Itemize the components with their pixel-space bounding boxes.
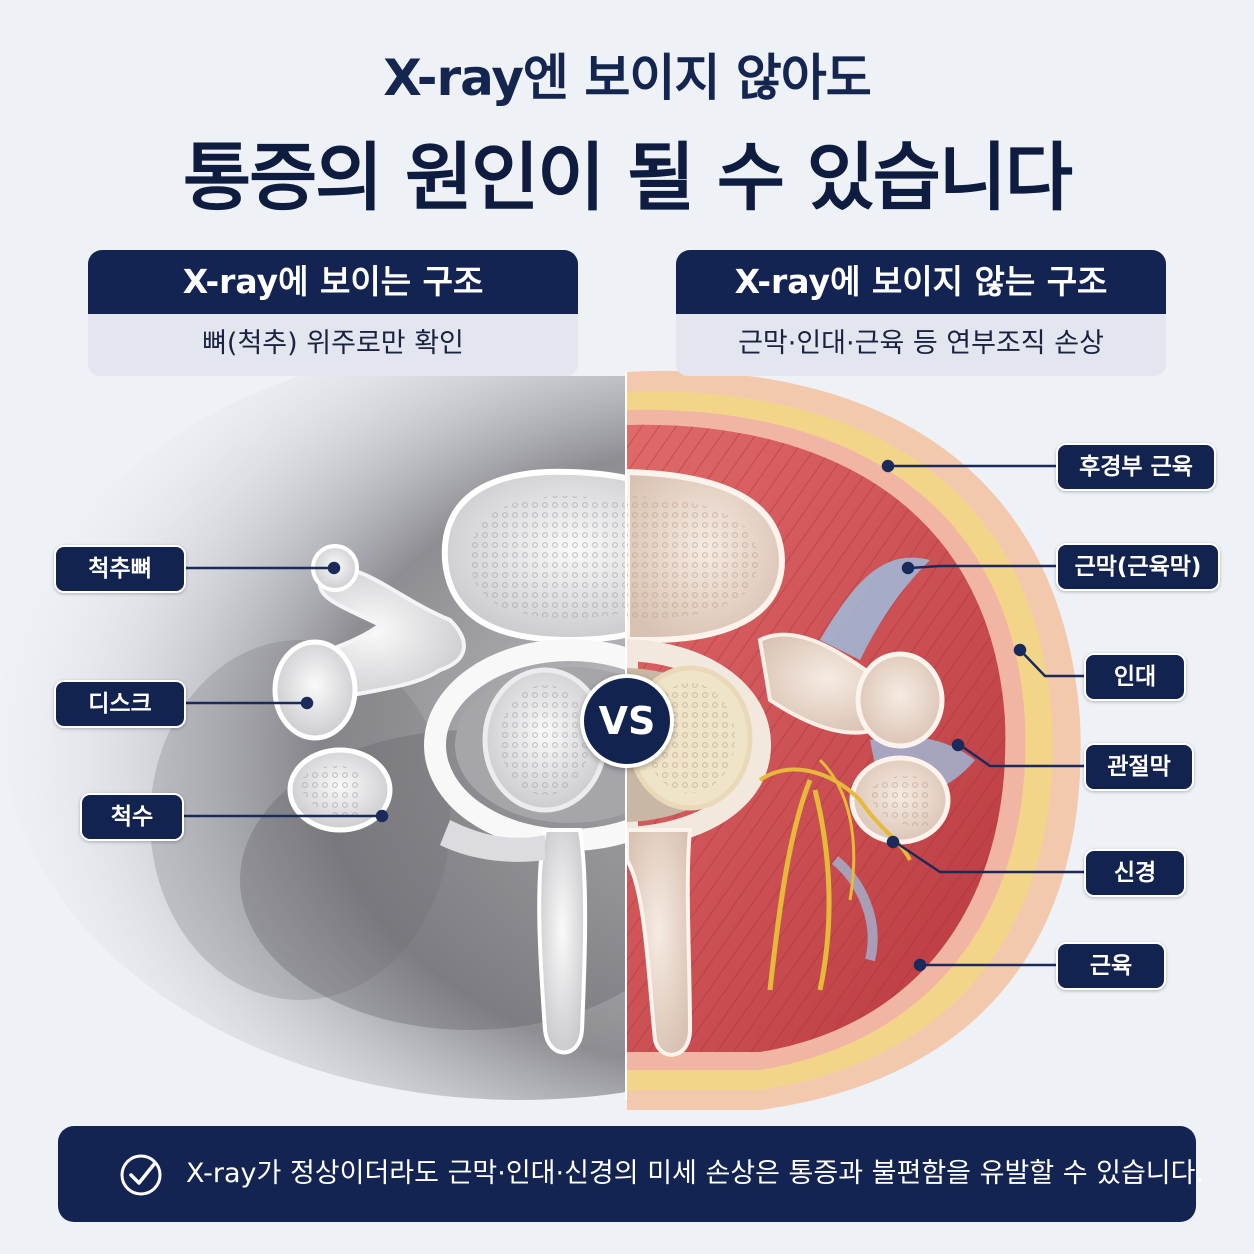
label-neck-muscle: 후경부 근육 [1056,443,1216,491]
right-panel-heading: X-ray에 보이지 않는 구조 [676,250,1166,314]
left-panel-subheading: 뼈(척추) 위주로만 확인 [88,314,578,376]
label-vertebra: 척추뼈 [54,545,186,593]
vs-badge: VS [580,674,674,768]
right-leader-lines [881,459,1086,972]
label-disc: 디스크 [54,680,186,728]
label-muscle: 근육 [1056,942,1166,990]
right-panel-subheading: 근막·인대·근육 등 연부조직 손상 [676,314,1166,376]
footer-banner: X-ray가 정상이더라도 근막·인대·신경의 미세 손상은 통증과 불편함을 … [58,1126,1204,1222]
label-ligament: 인대 [1084,653,1186,701]
left-panel-heading: X-ray에 보이는 구조 [88,250,578,314]
label-nerve: 신경 [1084,849,1186,897]
label-fascia: 근막(근육막) [1056,543,1220,591]
left-leader-lines [182,561,389,823]
check-circle-icon [120,1154,162,1196]
title-line-1: X-ray엔 보이지 않아도 [383,49,872,107]
title-line-2: 통증의 원인이 될 수 있습니다 [182,135,1073,221]
anatomy-view [627,370,1081,1110]
label-joint-capsule: 관절막 [1084,743,1194,791]
footer-text: X-ray가 정상이더라도 근막·인대·신경의 미세 손상은 통증과 불편함을 … [186,1158,1205,1189]
label-spinal-cord: 척수 [80,793,184,841]
